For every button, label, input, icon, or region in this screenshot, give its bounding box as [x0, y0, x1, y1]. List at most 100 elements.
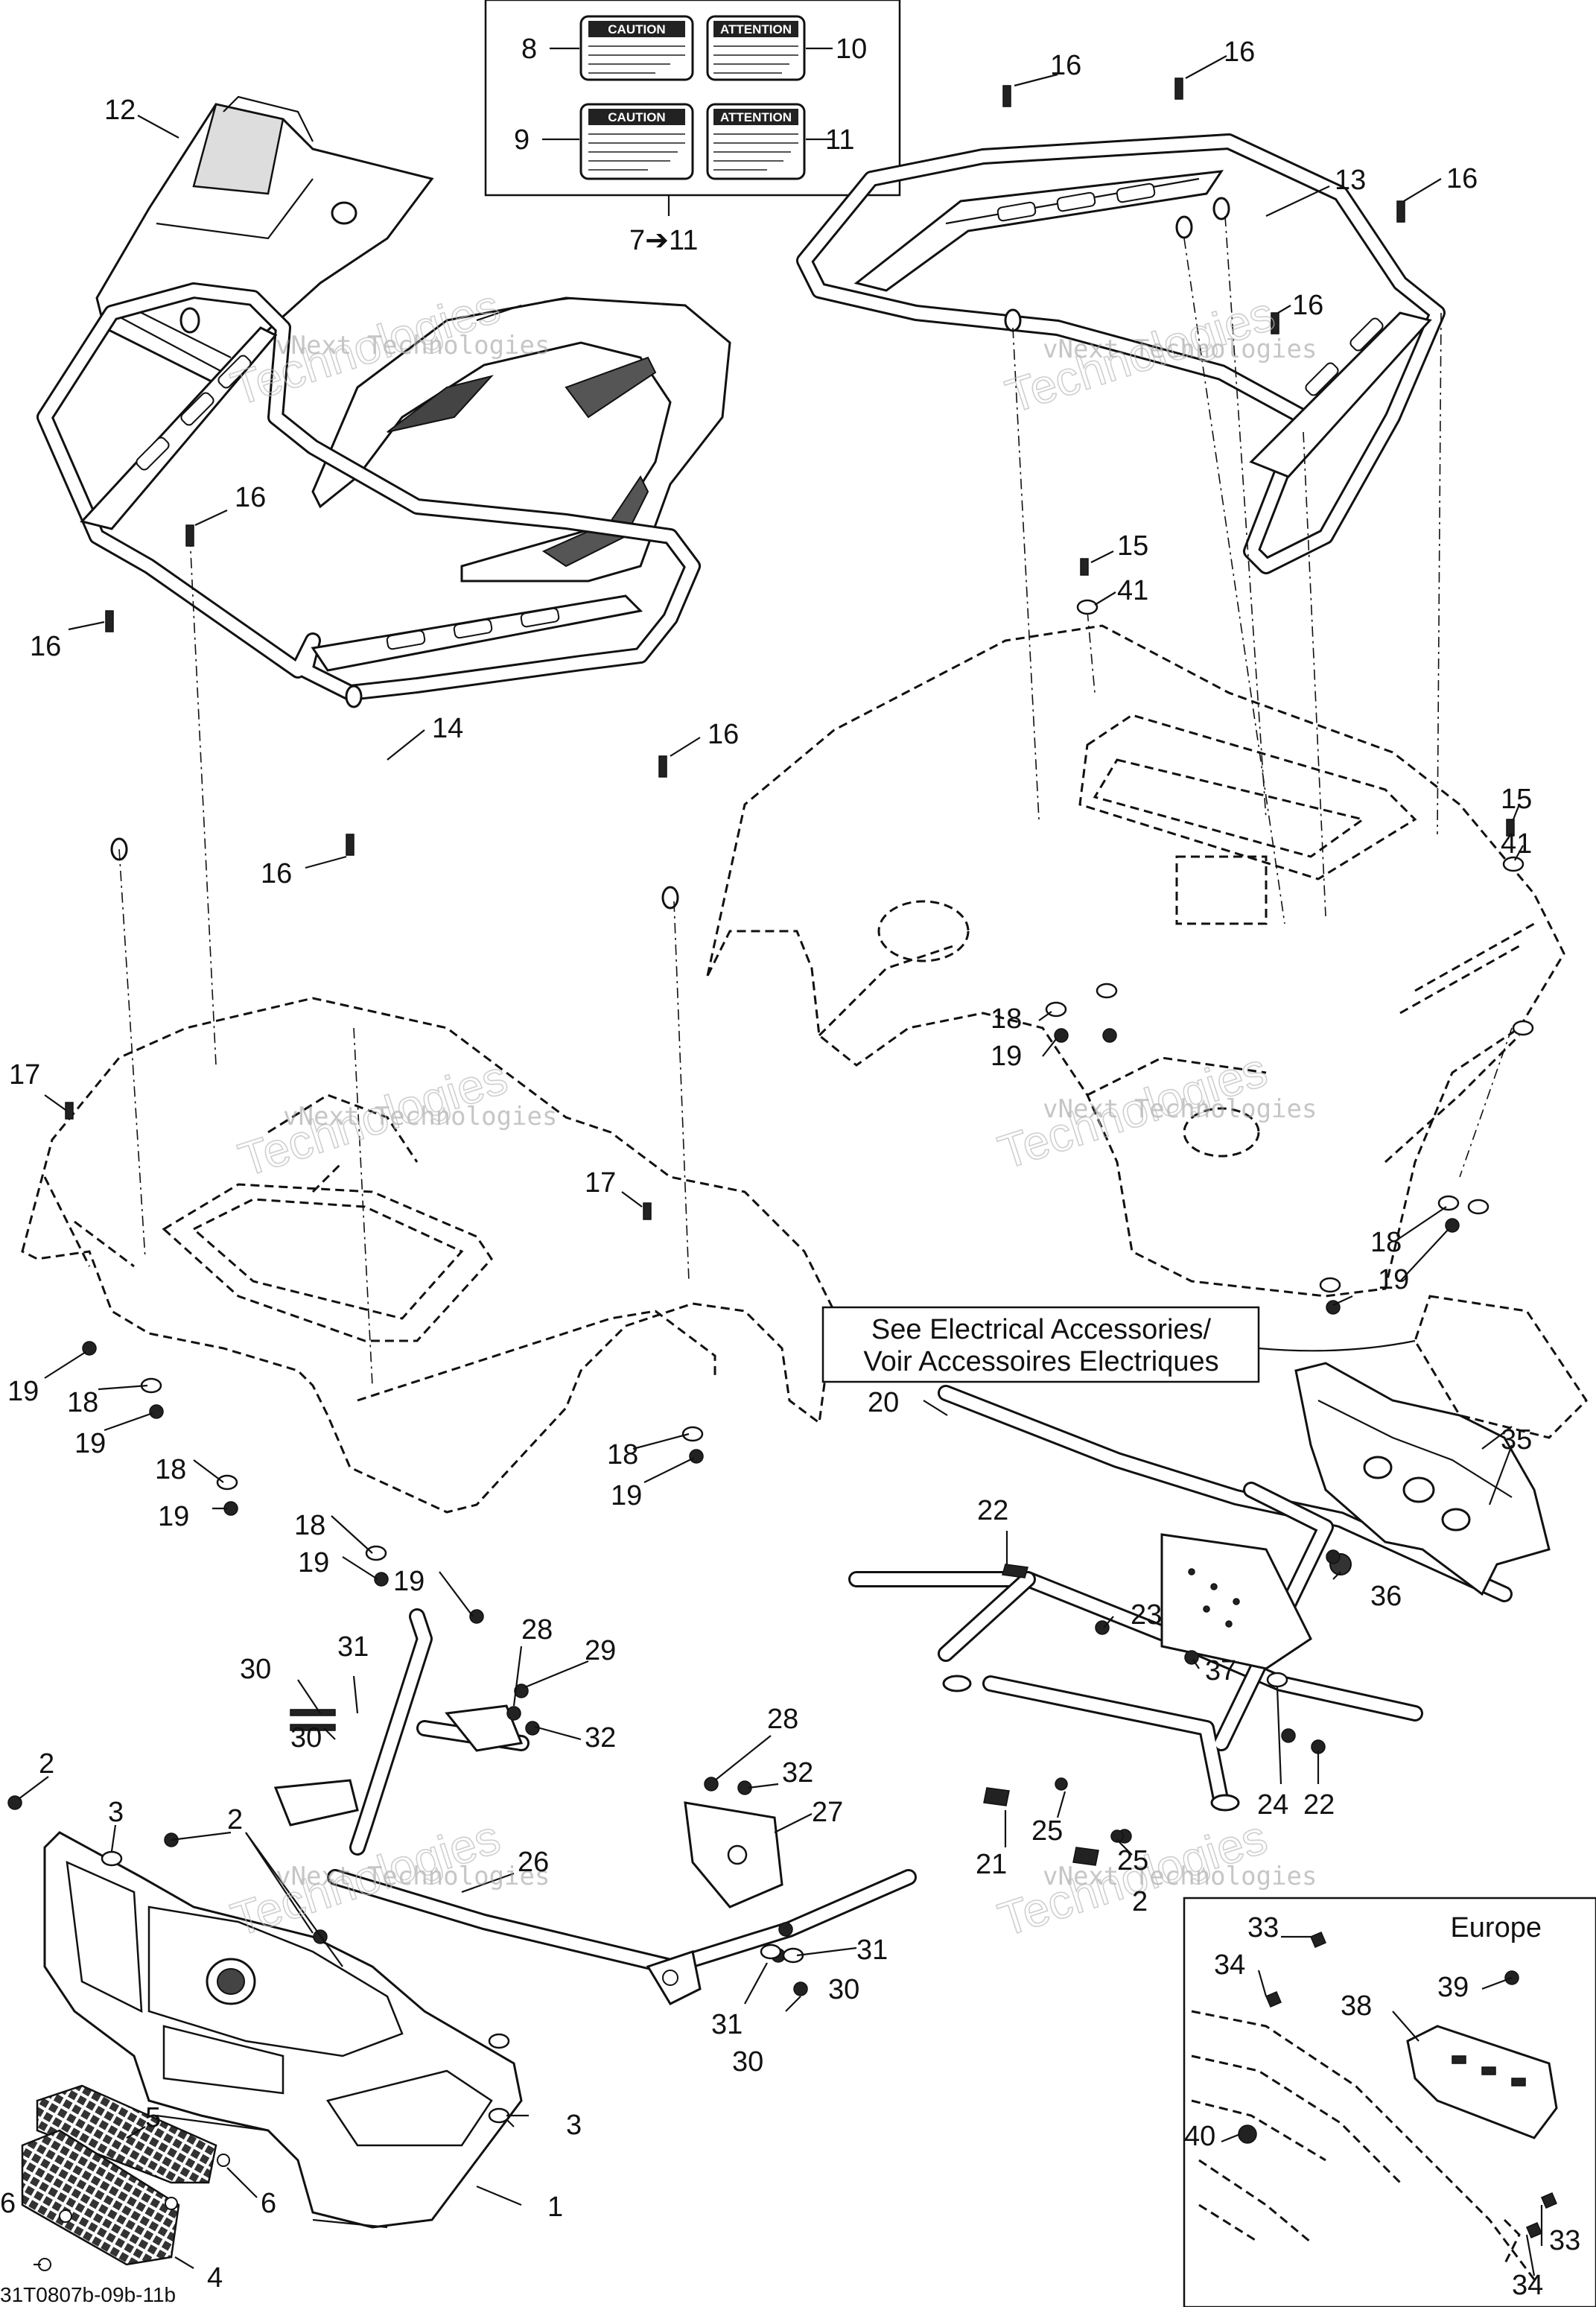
- callout: 5: [145, 2102, 161, 2133]
- electrical-accessories-note: See Electrical Accessories/ Voir Accesso…: [821, 1306, 1260, 1383]
- callout: 25: [1117, 1845, 1148, 1876]
- callout: 21: [976, 1849, 1007, 1880]
- callout: 3: [108, 1797, 124, 1828]
- callout: 18: [294, 1510, 325, 1541]
- callout-labels: 8 10 9 11 12 7➔11 16 16 13 16 16 16 16 1…: [0, 34, 1580, 2301]
- callout: 16: [261, 858, 292, 889]
- part-26-front-bumper: [273, 1608, 917, 2005]
- inset-title: Europe: [1450, 1912, 1542, 1943]
- callout: 35: [1501, 1424, 1532, 1456]
- callout: 31: [337, 1631, 369, 1663]
- callout: 16: [1292, 290, 1323, 321]
- watermark-f: vNext Technologies: [1043, 1862, 1317, 1891]
- rear-fender-outline: [706, 624, 1565, 1298]
- decal-attention-a-text: ATTENTION: [720, 22, 792, 37]
- callout: 30: [240, 1654, 271, 1685]
- decal-attention-a: ATTENTION: [706, 15, 806, 81]
- callout: 18: [155, 1454, 186, 1485]
- note-line-2: Voir Accessoires Electriques: [863, 1346, 1218, 1377]
- watermarks: vNext Technologies Technologies vNext Te…: [224, 279, 1317, 1948]
- europe-inset: Europe: [1183, 1897, 1596, 2307]
- callout: 19: [611, 1480, 642, 1511]
- callout: 18: [991, 1003, 1022, 1035]
- callout: 3: [566, 2110, 582, 2141]
- callout: 2: [1132, 1886, 1148, 1917]
- front-fender-outline: [21, 997, 836, 1514]
- callout: 40: [1184, 2121, 1215, 2152]
- part-7-11-front-cover: [311, 296, 731, 583]
- part-1-front-fascia: [43, 1831, 523, 2229]
- callout: 24: [1257, 1789, 1288, 1821]
- watermark-e: vNext Technologies: [276, 1862, 550, 1891]
- callout: 19: [298, 1547, 329, 1578]
- callout: 16: [235, 482, 266, 513]
- decal-caution-a-text: CAUTION: [608, 22, 665, 37]
- callout: 28: [767, 1704, 798, 1735]
- callout: 17: [9, 1059, 40, 1091]
- watermark-d: vNext Technologies: [1043, 1094, 1317, 1124]
- callout: 16: [708, 719, 739, 750]
- callout: 18: [607, 1439, 638, 1470]
- callout: 34: [1214, 1949, 1245, 1981]
- decal-caution-a: CAUTION: [579, 15, 694, 81]
- watermark-a: vNext Technologies: [276, 331, 550, 361]
- callout: 13: [1335, 165, 1366, 196]
- callout: 30: [732, 2046, 763, 2078]
- callout: 34: [1512, 2270, 1543, 2301]
- callout: 31: [711, 2009, 743, 2040]
- callout: 2: [227, 1804, 243, 1835]
- callout: 18: [1370, 1227, 1402, 1258]
- callout: 30: [828, 1974, 859, 2005]
- callout: 4: [207, 2262, 223, 2294]
- callout: 32: [585, 1722, 616, 1754]
- callout: 7➔11: [629, 225, 698, 256]
- callout: 19: [991, 1041, 1022, 1072]
- callout: 20: [868, 1387, 899, 1418]
- callout: 30: [290, 1722, 322, 1754]
- mounting-lines: [118, 215, 1513, 1386]
- callout: 39: [1437, 1972, 1469, 2003]
- callout: 19: [74, 1428, 106, 1459]
- callout: 41: [1117, 575, 1148, 606]
- callout: 38: [1341, 1990, 1372, 2022]
- callout: 9: [514, 124, 530, 156]
- callout: 16: [1050, 50, 1081, 81]
- callout: 2: [39, 1748, 54, 1780]
- callout: 16: [30, 631, 61, 662]
- callout: 19: [393, 1566, 425, 1597]
- callout: 33: [1549, 2225, 1580, 2256]
- callout: 8: [521, 34, 537, 65]
- leader-lines: [18, 55, 1543, 2276]
- hardware-fasteners: [7, 77, 1534, 2271]
- note-line-1: See Electrical Accessories/: [871, 1314, 1212, 1345]
- callout: 15: [1117, 530, 1148, 562]
- decal-attention-b: ATTENTION: [706, 103, 806, 180]
- watermark-b: vNext Technologies: [1043, 334, 1317, 364]
- callout: 6: [261, 2188, 276, 2219]
- callout: 28: [521, 1614, 553, 1646]
- callout: 25: [1031, 1815, 1063, 1847]
- callout: 12: [104, 95, 136, 126]
- part-4-grille: [21, 2129, 180, 2266]
- callout: 32: [782, 1757, 813, 1789]
- callout: 18: [67, 1387, 98, 1418]
- decal-attention-b-text: ATTENTION: [720, 110, 792, 124]
- callout: 14: [432, 713, 463, 744]
- callout: 36: [1370, 1581, 1402, 1612]
- drawing-code: 31T0807b-09b-11b: [0, 2283, 176, 2306]
- callout: 31: [856, 1935, 888, 1966]
- callout: 11: [825, 124, 854, 156]
- callout: 19: [7, 1376, 39, 1407]
- callout: 23: [1131, 1599, 1162, 1631]
- callout: 16: [1446, 163, 1478, 194]
- callout: 26: [518, 1847, 549, 1878]
- part-5-grille: [36, 2084, 217, 2184]
- callout: 27: [812, 1797, 843, 1828]
- callout: 15: [1501, 784, 1532, 815]
- callout: 16: [1224, 37, 1255, 68]
- callout: 22: [977, 1495, 1008, 1526]
- decal-caution-b-text: CAUTION: [608, 110, 665, 124]
- callout: 1: [547, 2192, 563, 2223]
- decal-box: CAUTION ATTENTION CAUTION ATTENTION: [484, 0, 901, 216]
